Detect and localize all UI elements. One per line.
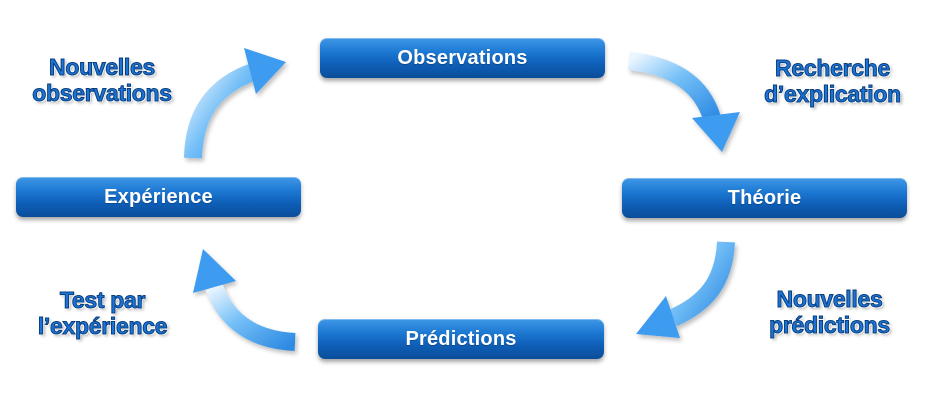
theorie-box: Théorie bbox=[622, 178, 907, 218]
label-recherche-explication: Recherche d’explication bbox=[745, 55, 920, 108]
label-line: Test par bbox=[59, 287, 146, 314]
label-line: Nouvelles bbox=[49, 54, 156, 81]
label-line: Nouvelles bbox=[776, 286, 883, 313]
predictions-box: Prédictions bbox=[318, 319, 604, 359]
label-test-experience: Test par l’expérience bbox=[10, 287, 195, 340]
arrow-theorie-to-predictions bbox=[636, 241, 735, 338]
experience-box: Expérience bbox=[16, 177, 301, 217]
label-line: prédictions bbox=[769, 312, 891, 339]
label-line: l’expérience bbox=[37, 313, 168, 340]
arrow-experience-to-observations bbox=[184, 48, 286, 159]
label-line: observations bbox=[32, 80, 173, 107]
arrow-predictions-to-experience bbox=[193, 249, 296, 351]
observations-box: Observations bbox=[320, 38, 605, 78]
label-line: Recherche bbox=[775, 55, 891, 82]
arrow-observations-to-theorie bbox=[627, 52, 740, 152]
label-nouvelles-predictions: Nouvelles prédictions bbox=[742, 286, 917, 339]
label-nouvelles-observations: Nouvelles observations bbox=[12, 54, 192, 107]
label-line: d’explication bbox=[764, 81, 902, 108]
